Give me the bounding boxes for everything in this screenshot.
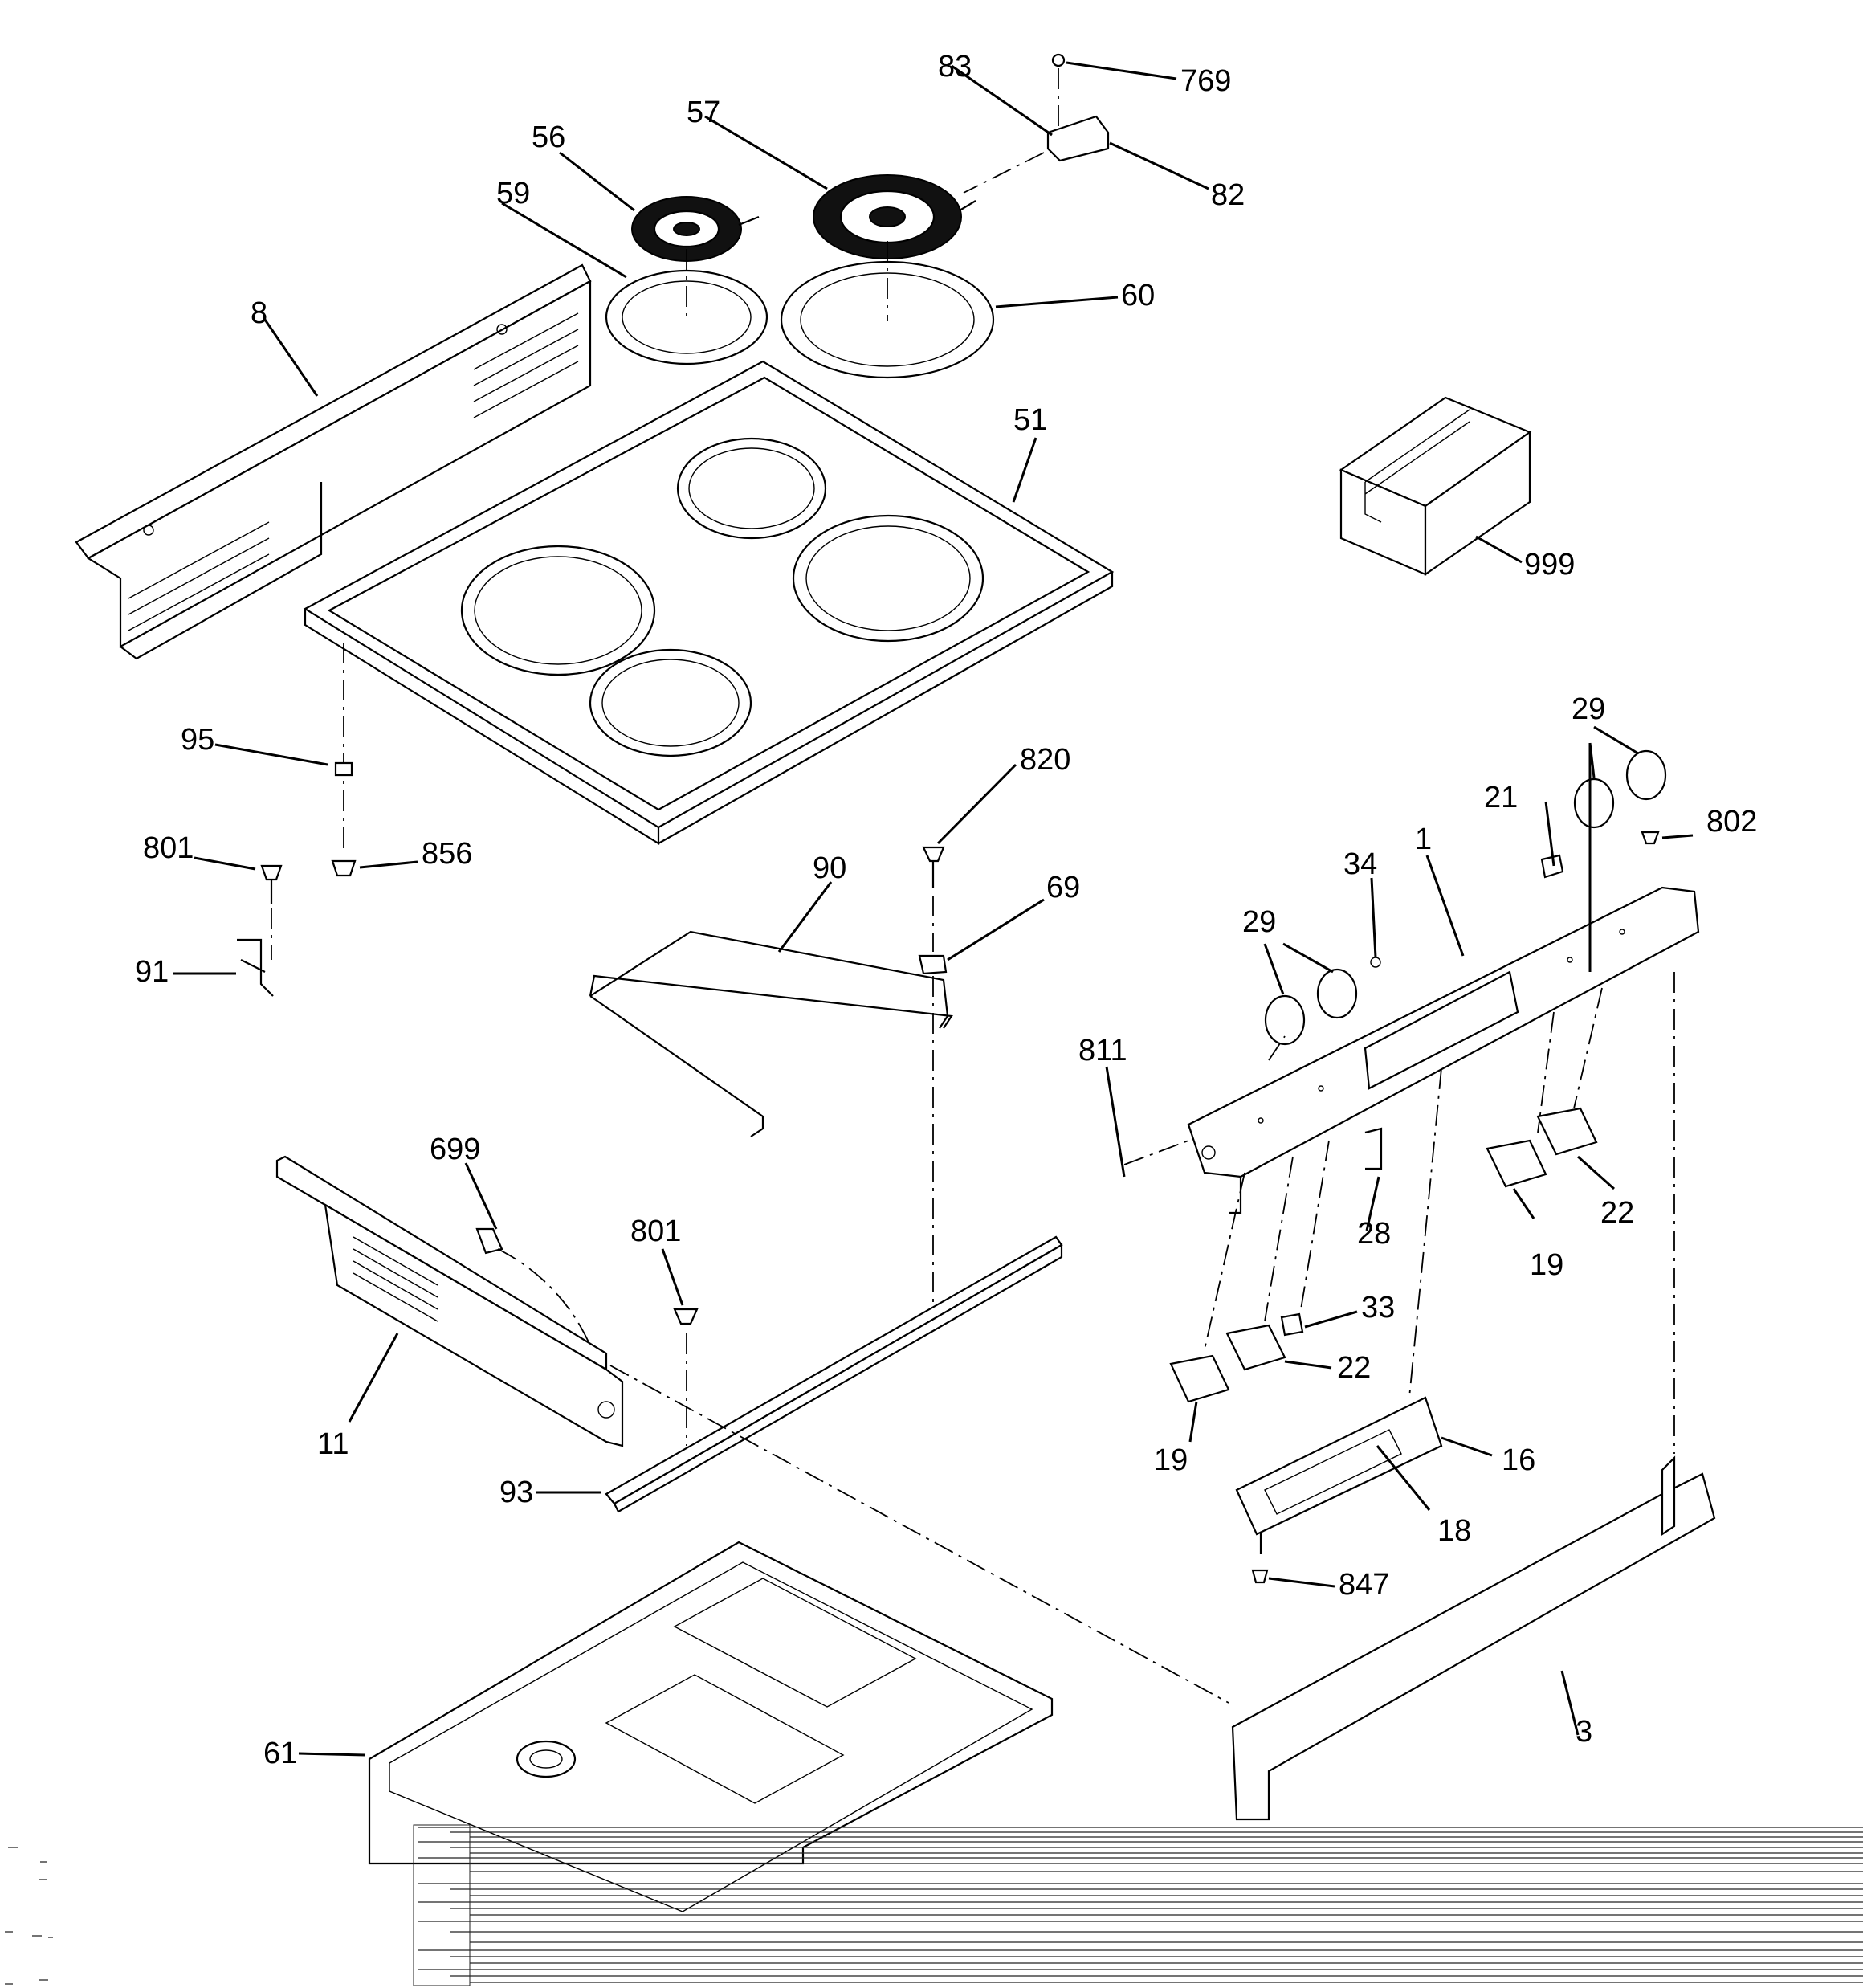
label-82: 82: [1211, 178, 1245, 212]
back-panel-8: [75, 263, 592, 660]
left-hardware: [237, 643, 357, 997]
carton-999: [1339, 396, 1532, 577]
rail-93: [605, 1235, 1063, 1513]
label-59: 59: [496, 177, 530, 210]
label-801-top: 801: [143, 831, 194, 865]
label-21: 21: [1484, 781, 1518, 814]
knobs-29: [1264, 749, 1667, 1046]
label-847: 847: [1339, 1568, 1389, 1602]
label-8: 8: [251, 296, 267, 330]
label-93: 93: [499, 1476, 533, 1509]
front-frame-3: [609, 972, 1716, 1821]
label-95: 95: [181, 723, 214, 757]
clip-69-screw-820: [918, 846, 948, 1309]
label-801-bottom: 801: [630, 1214, 681, 1248]
part-labels: 83 769 82 57 56 59 60 8 51 999 95 801 85…: [135, 50, 1757, 1770]
label-34: 34: [1343, 847, 1377, 881]
scan-artifact-lines: [413, 1824, 1863, 1986]
control-board-16: [1235, 1067, 1443, 1584]
label-61: 61: [263, 1737, 297, 1770]
label-999: 999: [1524, 548, 1575, 582]
label-16: 16: [1502, 1443, 1535, 1477]
label-28: 28: [1357, 1217, 1391, 1251]
label-3: 3: [1576, 1715, 1592, 1749]
label-33: 33: [1361, 1291, 1395, 1325]
label-29-right: 29: [1572, 692, 1605, 726]
label-60: 60: [1121, 279, 1155, 312]
assembly-lines: [686, 241, 1286, 1165]
label-802: 802: [1706, 805, 1757, 839]
terminal-block-82: [963, 53, 1110, 194]
label-57: 57: [687, 96, 720, 129]
side-panel-11: [275, 1155, 624, 1447]
label-19-left: 19: [1154, 1443, 1188, 1477]
cooktop-51: [303, 360, 1115, 845]
scan-specks: [5, 1847, 53, 1985]
label-22-left: 22: [1337, 1351, 1371, 1385]
label-11: 11: [317, 1427, 349, 1461]
label-83: 83: [938, 50, 972, 84]
label-769: 769: [1180, 64, 1231, 98]
label-811: 811: [1078, 1034, 1127, 1067]
label-19-right: 19: [1530, 1248, 1563, 1282]
label-820: 820: [1020, 743, 1070, 777]
label-856: 856: [422, 837, 472, 871]
label-699: 699: [430, 1133, 480, 1166]
label-90: 90: [813, 851, 846, 885]
leader-lines: [173, 61, 1694, 1757]
label-22-right: 22: [1600, 1196, 1634, 1230]
label-56: 56: [532, 120, 565, 154]
label-91: 91: [135, 955, 169, 989]
label-69: 69: [1046, 871, 1080, 904]
rod-90: [589, 930, 953, 1137]
label-18: 18: [1437, 1514, 1471, 1548]
label-29-left: 29: [1242, 905, 1276, 939]
scan-edge-block: [413, 1824, 471, 1986]
label-1: 1: [1415, 823, 1432, 856]
control-panel-1: [1187, 886, 1700, 1214]
surface-units: [605, 174, 995, 379]
switches: [1169, 987, 1603, 1403]
oven-top-61: [368, 1541, 1054, 1912]
label-51: 51: [1013, 403, 1047, 437]
